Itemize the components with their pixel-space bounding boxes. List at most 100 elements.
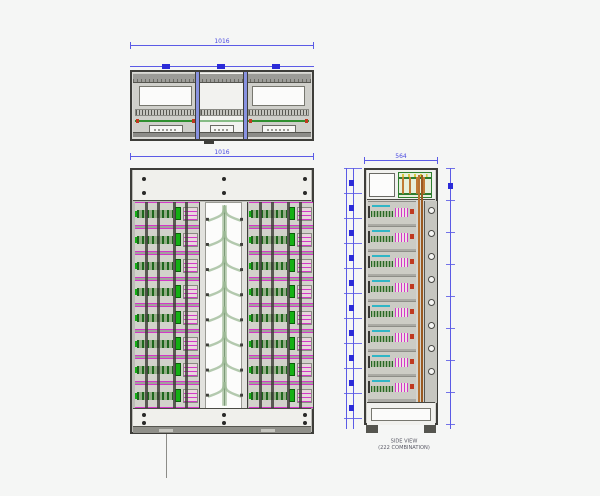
label-block [395, 258, 408, 267]
side-top-section [367, 170, 435, 200]
side-view-depth-dimension: 564 [364, 154, 438, 164]
side-bottom-section [367, 402, 435, 425]
red-marker [410, 284, 414, 289]
cabinet-foot [366, 425, 378, 433]
top-view [130, 70, 314, 141]
red-marker [410, 234, 414, 239]
bottom-panel [371, 408, 431, 421]
ground-bus [135, 119, 196, 123]
base-rail [133, 426, 311, 433]
dimension-tick [130, 42, 131, 49]
status-led [135, 263, 137, 269]
cyan-marker [372, 355, 390, 357]
pcb-strip [137, 288, 173, 296]
red-marker [410, 334, 414, 339]
screw-hole [303, 421, 307, 425]
front-tab [368, 356, 370, 368]
dimension-tick [364, 157, 365, 164]
mounting-hole [427, 276, 435, 283]
label-block [395, 233, 408, 242]
pcb-strip [137, 314, 173, 322]
side-module-row [368, 201, 416, 224]
screw-hole [303, 191, 307, 195]
dim-label-block [448, 183, 453, 189]
screw-hole [142, 191, 146, 195]
pcb-strip [251, 262, 287, 270]
status-led [135, 211, 137, 217]
base-mark [261, 429, 275, 432]
mounting-rail [287, 202, 290, 409]
red-marker [410, 259, 414, 264]
front-tab [368, 231, 370, 243]
top-view-left-bay [133, 73, 198, 137]
red-marker [410, 209, 414, 214]
front-tab [368, 331, 370, 343]
caption-line-2: (222 COMBINATION) [378, 445, 430, 452]
terminal-block-assembly [398, 172, 432, 198]
side-view-depth-dim-label: 564 [393, 153, 409, 160]
mounting-hole [427, 368, 435, 375]
terminal-marker [249, 119, 252, 123]
status-led [135, 289, 137, 295]
bay-opening [139, 86, 192, 106]
pcb-strip [137, 262, 173, 270]
status-led [249, 341, 251, 347]
screw-hole [142, 421, 146, 425]
status-led [135, 341, 137, 347]
pcb-strip [251, 340, 287, 348]
right-module-column [249, 202, 313, 409]
screw-hole [142, 413, 146, 417]
pcb-strip [371, 286, 393, 292]
red-marker [410, 359, 414, 364]
status-led [249, 289, 251, 295]
side-module-row [368, 251, 416, 274]
screw-hole [142, 177, 146, 181]
bottom-cover-panel [133, 408, 311, 426]
top-view-bay-dimension-line [130, 64, 314, 69]
cyan-marker [372, 230, 390, 232]
detail-mark [204, 141, 214, 144]
top-compartment [369, 173, 395, 197]
bay-divider [195, 72, 200, 139]
pcb-strip [251, 236, 287, 244]
cyan-marker [372, 205, 390, 207]
pcb-strip [371, 236, 393, 242]
terminal-strip [135, 109, 196, 116]
bay-dim-label [272, 64, 280, 69]
mounting-rail [299, 202, 302, 409]
status-led [135, 315, 137, 321]
cyan-marker [372, 280, 390, 282]
bay-opening [252, 86, 305, 106]
dimension-tick [437, 157, 438, 164]
mounting-rail [145, 202, 148, 409]
vertical-cable-run [418, 175, 423, 403]
mounting-rail [157, 202, 160, 409]
front-rail [133, 132, 198, 137]
top-view-center-bay [198, 73, 246, 137]
pcb-strip [371, 386, 393, 392]
caption-line-1: SIDE VIEW [390, 438, 418, 444]
front-view-width-dimension: 1016 [130, 150, 314, 160]
screw-hole [222, 413, 226, 417]
pcb-strip [137, 340, 173, 348]
cable-channel [199, 202, 248, 409]
label-block [395, 333, 408, 342]
pcb-strip [371, 336, 393, 342]
pcb-strip [251, 288, 287, 296]
mounting-hole [427, 253, 435, 260]
rear-rail [198, 74, 246, 83]
cyan-marker [372, 330, 390, 332]
top-view-width-dimension: 1016 [130, 39, 314, 49]
dimension-ticks [446, 168, 455, 429]
bay-dim-label [217, 64, 225, 69]
status-led [249, 237, 251, 243]
pcb-strip [371, 211, 393, 217]
status-led [135, 367, 137, 373]
terminal-strip [200, 109, 244, 116]
front-view [130, 168, 314, 434]
pcb-strip [137, 366, 173, 374]
status-led [249, 367, 251, 373]
terminal-marker [136, 119, 139, 123]
row-dim-labels [349, 180, 354, 418]
cable-tree [206, 205, 243, 406]
